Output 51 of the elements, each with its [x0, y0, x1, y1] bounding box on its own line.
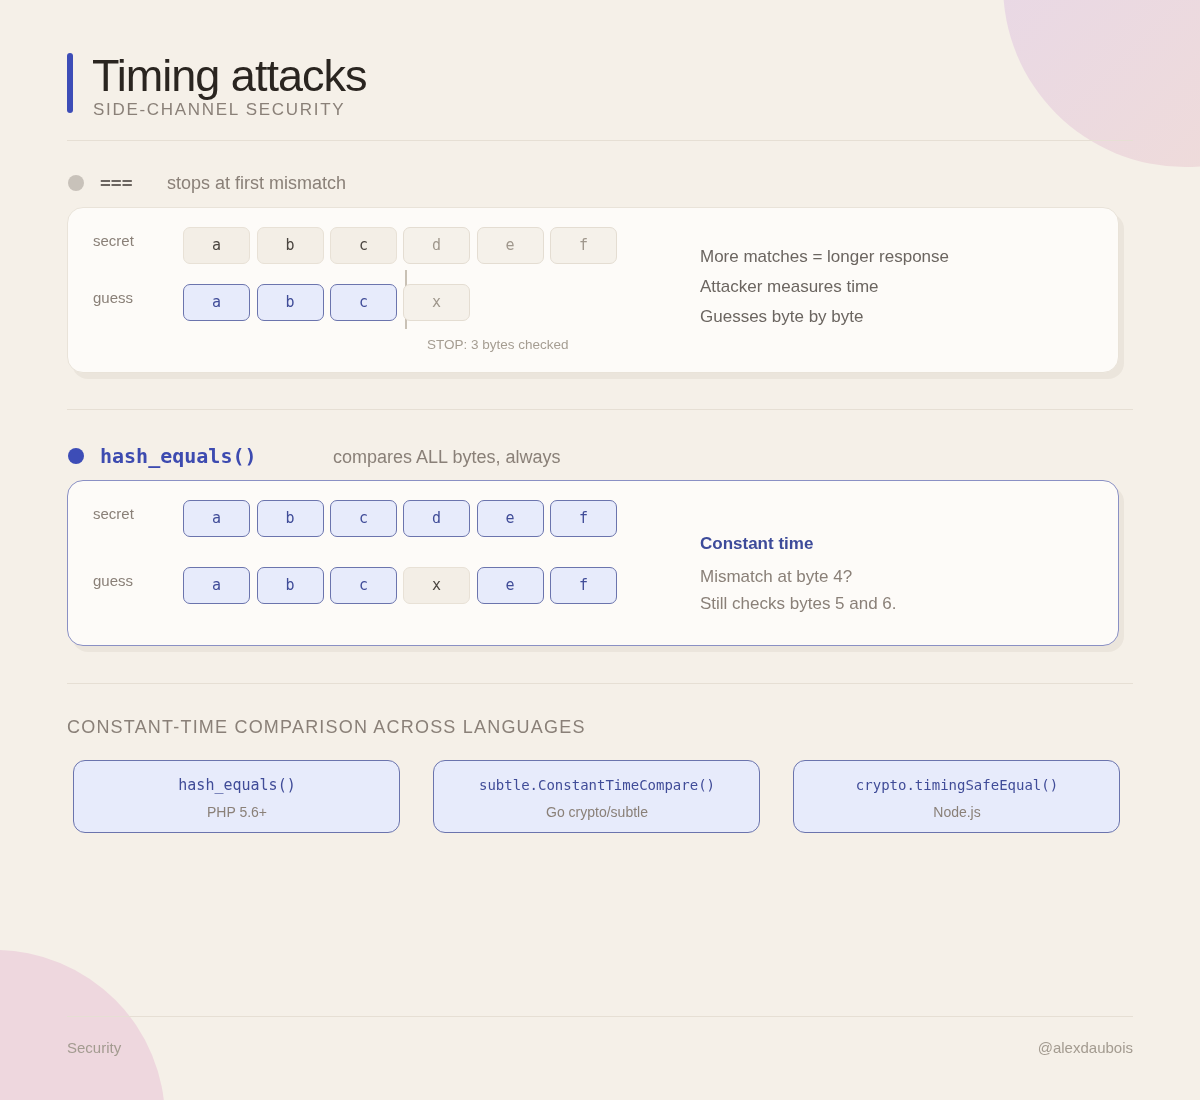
- operator-code: ===: [100, 172, 133, 194]
- byte-box: a: [183, 567, 250, 604]
- author-handle: @alexdaubois: [1037, 1039, 1133, 1057]
- language-note: Node.js: [933, 803, 981, 821]
- byte-box: x: [403, 284, 470, 321]
- byte-box: e: [476, 227, 544, 264]
- row-label: guess: [93, 289, 134, 307]
- page-title: Timing attacks: [92, 49, 367, 103]
- function-code: hash_equals(): [100, 444, 257, 468]
- callout-title: Constant time: [700, 534, 814, 554]
- note-text: Still checks bytes 5 and 6.: [700, 594, 897, 614]
- byte-box: f: [550, 227, 617, 264]
- byte-box: c: [330, 500, 397, 537]
- byte-box: a: [183, 284, 250, 321]
- byte-box: b: [256, 500, 324, 537]
- byte-box: a: [183, 227, 250, 264]
- function-card: [793, 760, 1120, 833]
- code-name: crypto.timingSafeEqual(): [855, 776, 1059, 794]
- row-label: secret: [93, 232, 134, 250]
- byte-box: x: [403, 567, 470, 604]
- byte-box: b: [256, 284, 324, 321]
- row-label: secret: [93, 505, 134, 523]
- byte-box: d: [403, 500, 470, 537]
- row-label: guess: [93, 572, 134, 590]
- note-text: More matches = longer response: [700, 247, 949, 267]
- byte-box: c: [330, 227, 397, 264]
- function-card: [433, 760, 760, 833]
- section-description: stops at first mismatch: [167, 172, 347, 194]
- byte-box: e: [476, 567, 544, 604]
- section-heading: CONSTANT-TIME COMPARISON ACROSS LANGUAGES: [67, 716, 586, 738]
- byte-box: c: [330, 567, 397, 604]
- byte-box: a: [183, 500, 250, 537]
- byte-box: f: [550, 500, 617, 537]
- note-text: Guesses byte by byte: [700, 307, 864, 327]
- note-text: Mismatch at byte 4?: [700, 567, 853, 587]
- code-name: hash_equals(): [178, 776, 296, 794]
- byte-box: b: [256, 227, 324, 264]
- byte-box: b: [256, 567, 324, 604]
- language-note: Go crypto/subtle: [546, 803, 648, 821]
- section-description: compares ALL bytes, always: [333, 446, 561, 468]
- byte-box: d: [403, 227, 470, 264]
- language-note: PHP 5.6+: [206, 803, 268, 821]
- stop-note: STOP: 3 bytes checked: [427, 337, 569, 353]
- function-card: [73, 760, 400, 833]
- code-name: subtle.ConstantTimeCompare(): [479, 776, 715, 794]
- footer-text: Security: [67, 1039, 122, 1057]
- note-text: Attacker measures time: [700, 277, 879, 297]
- byte-box: c: [330, 284, 397, 321]
- byte-box: f: [550, 567, 617, 604]
- page-subtitle: SIDE-CHANNEL SECURITY: [93, 100, 346, 120]
- byte-box: e: [476, 500, 544, 537]
